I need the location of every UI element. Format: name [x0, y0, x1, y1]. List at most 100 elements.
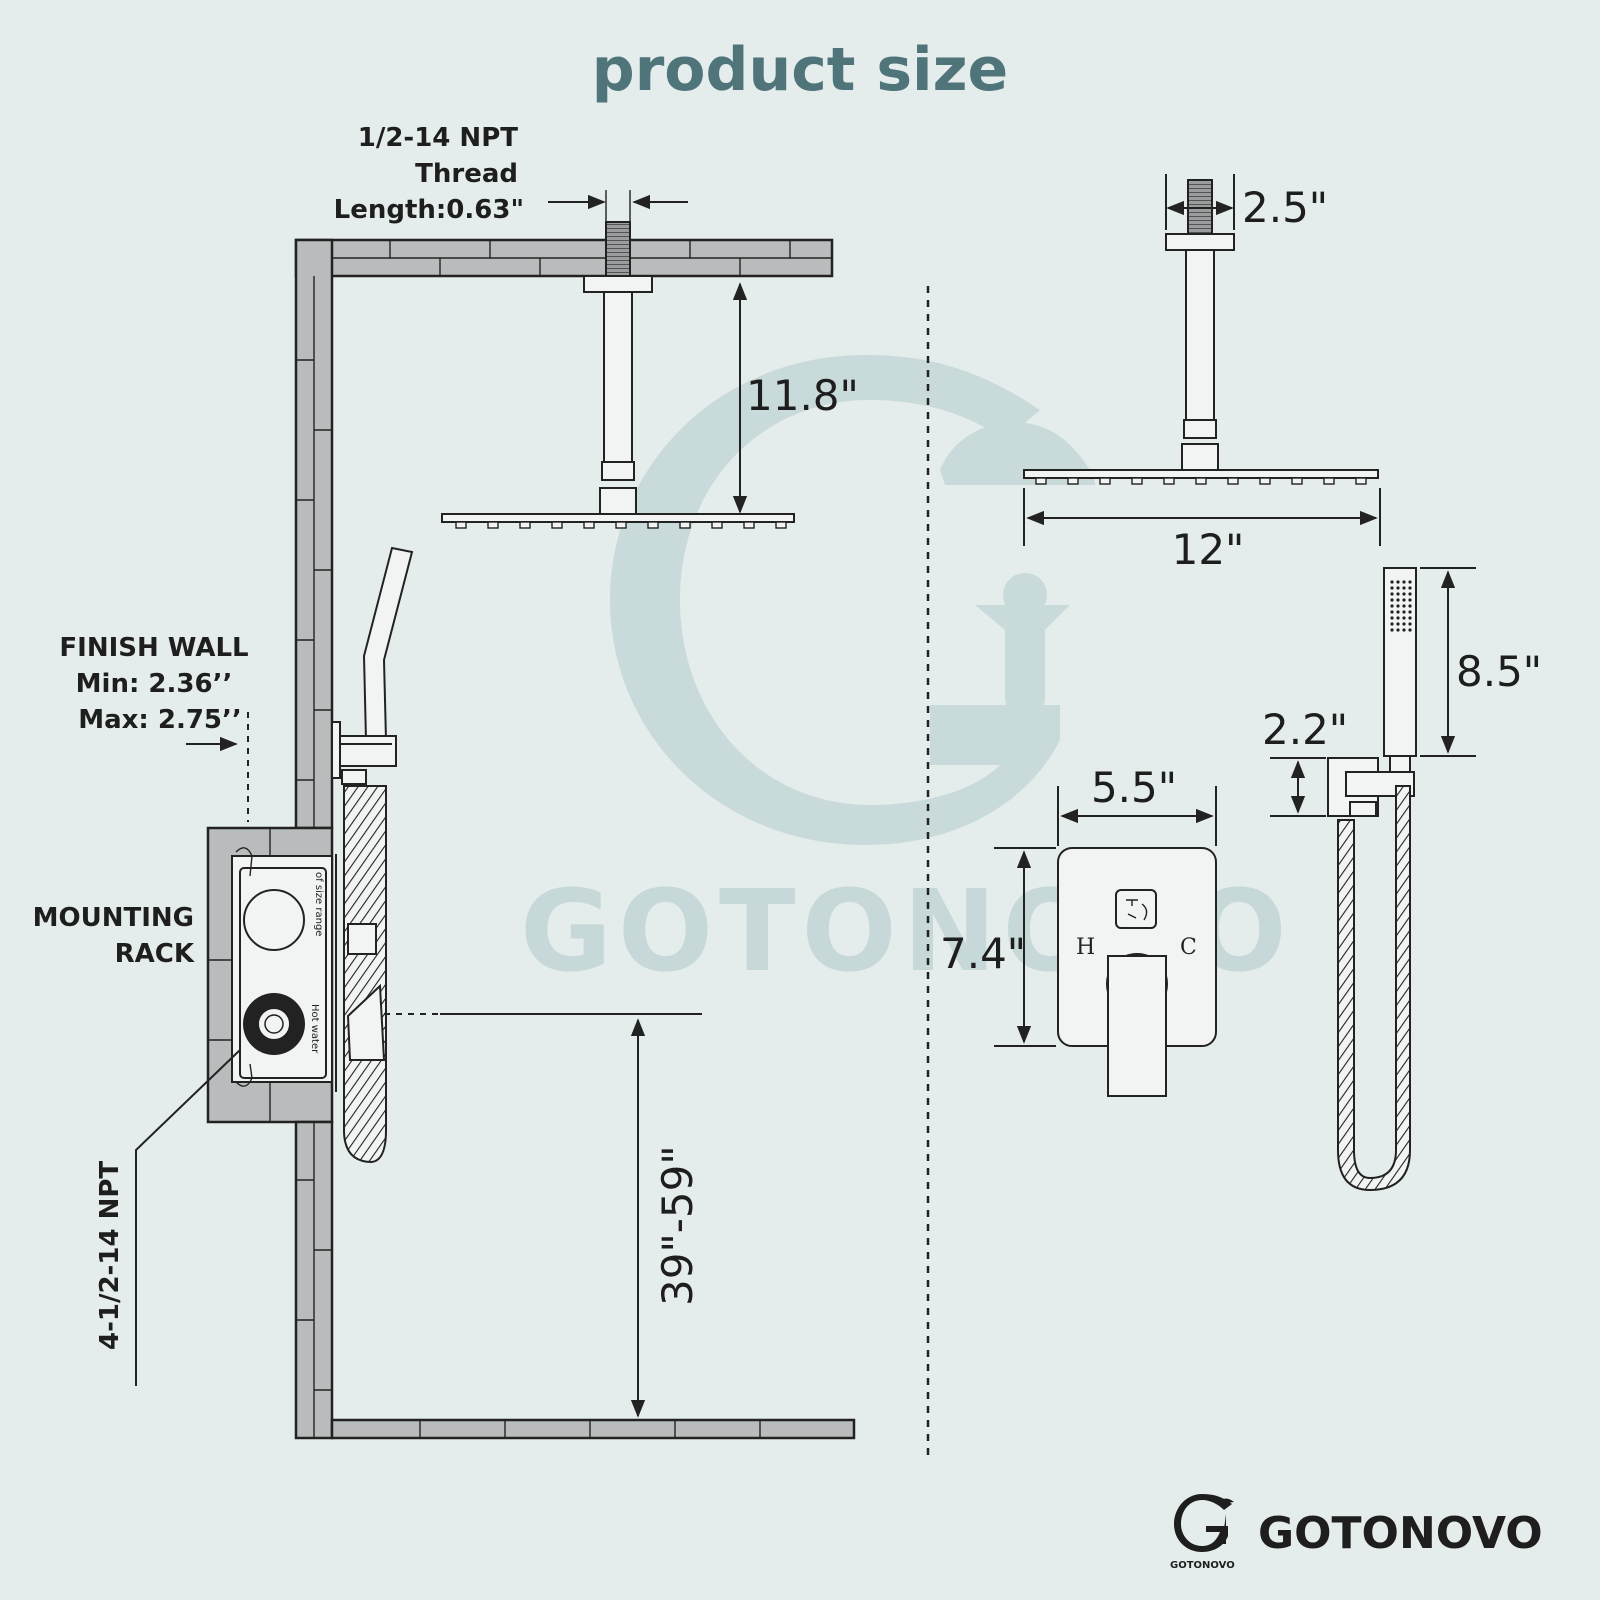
finish-wall-label-1: FINISH WALL: [59, 633, 248, 663]
valve-handle-side: [346, 983, 386, 1061]
hot-water-label: Hot water: [309, 1004, 320, 1054]
watermark-g-logo: [610, 355, 1060, 845]
hand-shower-side: [362, 546, 414, 741]
nozzle: [583, 521, 595, 529]
nozzle: [519, 521, 531, 529]
nozzle-dot: [1402, 610, 1406, 614]
nozzle: [1227, 477, 1239, 485]
nozzle: [711, 521, 723, 529]
nozzle-dot: [1390, 616, 1394, 620]
nozzle: [1259, 477, 1271, 485]
floor: [330, 1418, 856, 1440]
nozzle-dot: [1402, 598, 1406, 602]
nozzle: [679, 521, 691, 529]
nozzle-dot: [1408, 616, 1412, 620]
nozzle: [487, 521, 499, 529]
nozzle-dot: [1390, 598, 1394, 602]
finish-wall-label-3: Max: 2.75’’: [78, 705, 242, 735]
nozzle: [551, 521, 563, 529]
nozzle: [1355, 477, 1367, 485]
nozzle-dot: [1396, 616, 1400, 620]
nozzle-dot: [1390, 592, 1394, 596]
nozzle-dot: [1402, 628, 1406, 632]
finish-wall-label-2: Min: 2.36’’: [76, 669, 233, 699]
thread-label-3: Length:0.63": [334, 195, 524, 225]
size-range-label: of size range: [313, 872, 324, 936]
nozzle-dot: [1390, 586, 1394, 590]
mounting-rack-label-1: MOUNTING: [33, 903, 194, 933]
nozzle: [1067, 477, 1079, 485]
shower-arm-front: [1185, 249, 1215, 421]
parts-view: 2.5" 12" H C 5.5" 7.4" 8.5": [940, 174, 1542, 1192]
nozzle: [615, 521, 627, 529]
nozzle-dot: [1390, 580, 1394, 584]
nozzle-dot: [1402, 616, 1406, 620]
brick-lines: [208, 240, 832, 1438]
diverter-button: [1115, 889, 1157, 929]
nozzle: [1099, 477, 1111, 485]
nozzle: [1131, 477, 1143, 485]
nozzle-dot: [1408, 580, 1412, 584]
plate-height-dimension: 7.4": [940, 929, 1026, 978]
page-title: product size: [592, 35, 1008, 105]
nozzle: [1195, 477, 1207, 485]
brand-small-text: GOTONOVO: [1170, 1560, 1235, 1571]
nozzle-dot: [1408, 622, 1412, 626]
cold-label: C: [1180, 935, 1197, 960]
nozzle-dot: [1402, 592, 1406, 596]
hand-shower-nozzles: [1390, 580, 1412, 632]
nozzle: [775, 521, 787, 529]
nozzle: [1163, 477, 1175, 485]
brand-g-icon: [1174, 1494, 1232, 1552]
thread-label-2: Thread: [415, 159, 518, 189]
hose-front: [1337, 785, 1411, 1192]
nozzle: [1291, 477, 1303, 485]
nozzle-dot: [1396, 604, 1400, 608]
nozzle-dot: [1408, 592, 1412, 596]
nozzle-dot: [1396, 580, 1400, 584]
nozzle-dot: [1408, 598, 1412, 602]
nozzle-dot: [1396, 592, 1400, 596]
head-width-dimension: 12": [1172, 525, 1245, 574]
nozzles-side: [455, 521, 787, 529]
nozzle-dot: [1402, 604, 1406, 608]
valve-lever: [1107, 955, 1167, 1097]
npt-vertical-label: 4-1/2-14 NPT: [95, 1161, 125, 1350]
nozzle-dot: [1408, 586, 1412, 590]
flange-side: [583, 275, 653, 293]
nozzle: [743, 521, 755, 529]
handheld-length-dimension: 8.5": [1456, 647, 1542, 696]
brand-logo: GOTONOVO GOTONOVO: [1170, 1494, 1543, 1571]
arm-length-dimension: 11.8": [746, 371, 859, 420]
side-view: 1/2-14 NPT Thread Length:0.63" 11.8" of …: [33, 123, 859, 1440]
nozzle-dot: [1390, 604, 1394, 608]
nozzle-dot: [1408, 610, 1412, 614]
hose-side: [343, 785, 387, 1164]
nozzle-dot: [1408, 604, 1412, 608]
mounting-rack-label-2: RACK: [115, 939, 195, 969]
nozzle: [1035, 477, 1047, 485]
brand-shower-icon: [1218, 1498, 1234, 1544]
nozzle-dot: [1390, 610, 1394, 614]
shower-head-front: [1023, 469, 1379, 479]
nozzle-dot: [1402, 622, 1406, 626]
install-height-dimension: 39"-59": [653, 1145, 702, 1306]
hot-label: H: [1076, 935, 1095, 960]
thread-label-1: 1/2-14 NPT: [358, 123, 519, 153]
shower-head-side: [441, 513, 795, 523]
flange-width-dimension: 2.5": [1242, 183, 1328, 232]
nozzle-dot: [1396, 598, 1400, 602]
nozzle: [455, 521, 467, 529]
nozzle-dot: [1396, 610, 1400, 614]
nozzle: [1323, 477, 1335, 485]
nozzle-dot: [1390, 622, 1394, 626]
nozzle-dot: [1390, 628, 1394, 632]
nozzle-dot: [1402, 586, 1406, 590]
nozzle-dot: [1396, 622, 1400, 626]
nozzle-dot: [1396, 586, 1400, 590]
nozzle-dot: [1408, 628, 1412, 632]
nozzle-dot: [1396, 628, 1400, 632]
plate-width-dimension: 5.5": [1091, 763, 1177, 812]
